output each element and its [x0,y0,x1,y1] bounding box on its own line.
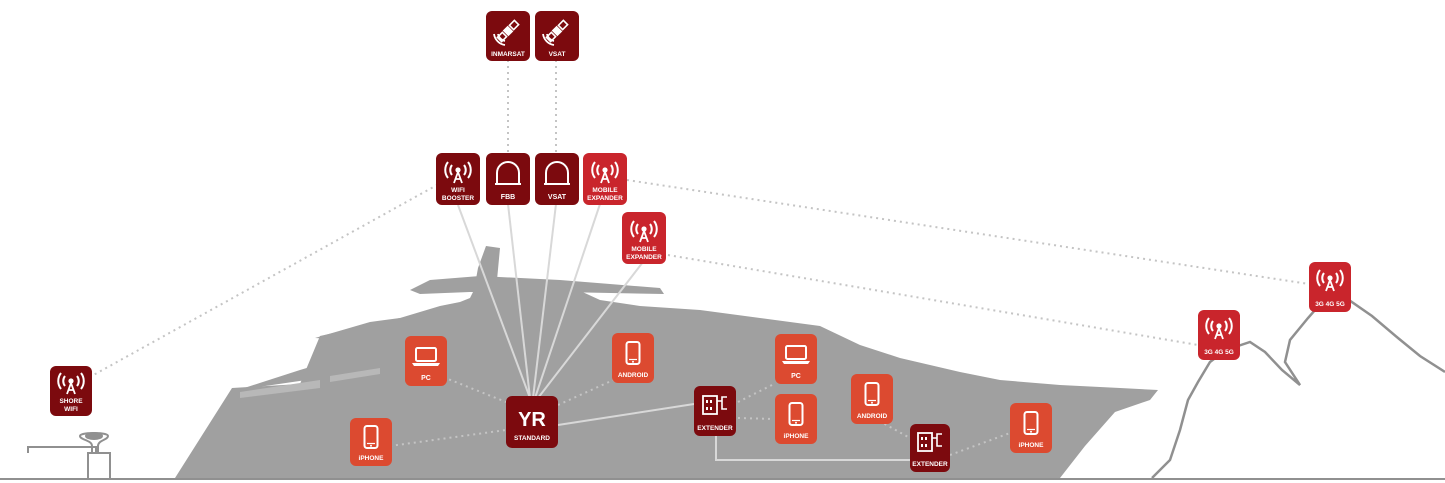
yacht-silhouette [175,246,1158,478]
wifi-booster-label-line2: BOOSTER [442,195,474,202]
iphone-device-1[interactable]: iPHONE [350,418,392,466]
pc-device-1[interactable]: PC [405,336,447,386]
shore-wifi-node[interactable]: SHORE WIFI [50,366,92,416]
cell-tower-node-2[interactable]: 3G 4G 5G [1309,262,1351,312]
iphone-device-3[interactable]: iPHONE [1010,403,1052,453]
pc-2-label: PC [791,373,801,380]
mobile-expander-2-label-line2: EXPANDER [626,254,662,261]
yr-standard-router-node[interactable]: YR STANDARD [506,396,558,448]
android-1-label: ANDROID [618,372,649,379]
vsat-satellite-label: VSAT [549,51,566,58]
vsat-dome-label: VSAT [548,194,567,201]
iphone-3-label: iPHONE [1019,442,1045,449]
router-sub-label: STANDARD [514,435,550,442]
router-main-label: YR [518,409,546,431]
mobile-expander-1-label-line2: EXPANDER [587,195,623,202]
mobile-expander-node-1[interactable]: MOBILE EXPANDER [583,153,627,205]
extender-node-2[interactable]: EXTENDER [910,424,950,472]
mobile-expander-2-label-line1: MOBILE [631,246,657,253]
extender-node-1[interactable]: EXTENDER [694,386,736,436]
inmarsat-label: INMARSAT [491,51,525,58]
yacht-windows [240,368,380,398]
wired-links [457,203,910,461]
cell-tower-1-label: 3G 4G 5G [1204,349,1234,356]
vsat-dome-node[interactable]: VSAT [535,153,579,205]
shore-wifi-label-line2: WIFI [64,406,78,413]
android-2-label: ANDROID [857,413,888,420]
pc-device-2[interactable]: PC [775,334,817,384]
wifi-booster-node[interactable]: WIFI BOOSTER [436,153,480,205]
cell-tower-2-label: 3G 4G 5G [1315,301,1345,308]
fbb-dome-node[interactable]: FBB [486,153,530,205]
iphone-1-label: iPHONE [359,455,385,462]
vsat-satellite-node[interactable]: VSAT [535,11,579,61]
android-device-2[interactable]: ANDROID [851,374,893,424]
dock-bollard [27,432,111,480]
wifi-booster-label-line1: WIFI [451,187,465,194]
cell-tower-node-1[interactable]: 3G 4G 5G [1198,310,1240,360]
iphone-device-2[interactable]: iPHONE [775,394,817,444]
mobile-expander-node-2[interactable]: MOBILE EXPANDER [622,212,666,264]
android-device-1[interactable]: ANDROID [612,333,654,383]
mobile-expander-1-label-line1: MOBILE [592,187,618,194]
inmarsat-satellite-node[interactable]: INMARSAT [486,11,530,61]
terrain-hills [1151,296,1445,479]
fbb-label: FBB [501,194,515,201]
extender-2-label: EXTENDER [912,461,948,468]
shore-wifi-label-line1: SHORE [59,398,83,405]
iphone-2-label: iPHONE [784,433,810,440]
extender-1-label: EXTENDER [697,425,733,432]
pc-1-label: PC [421,375,431,382]
